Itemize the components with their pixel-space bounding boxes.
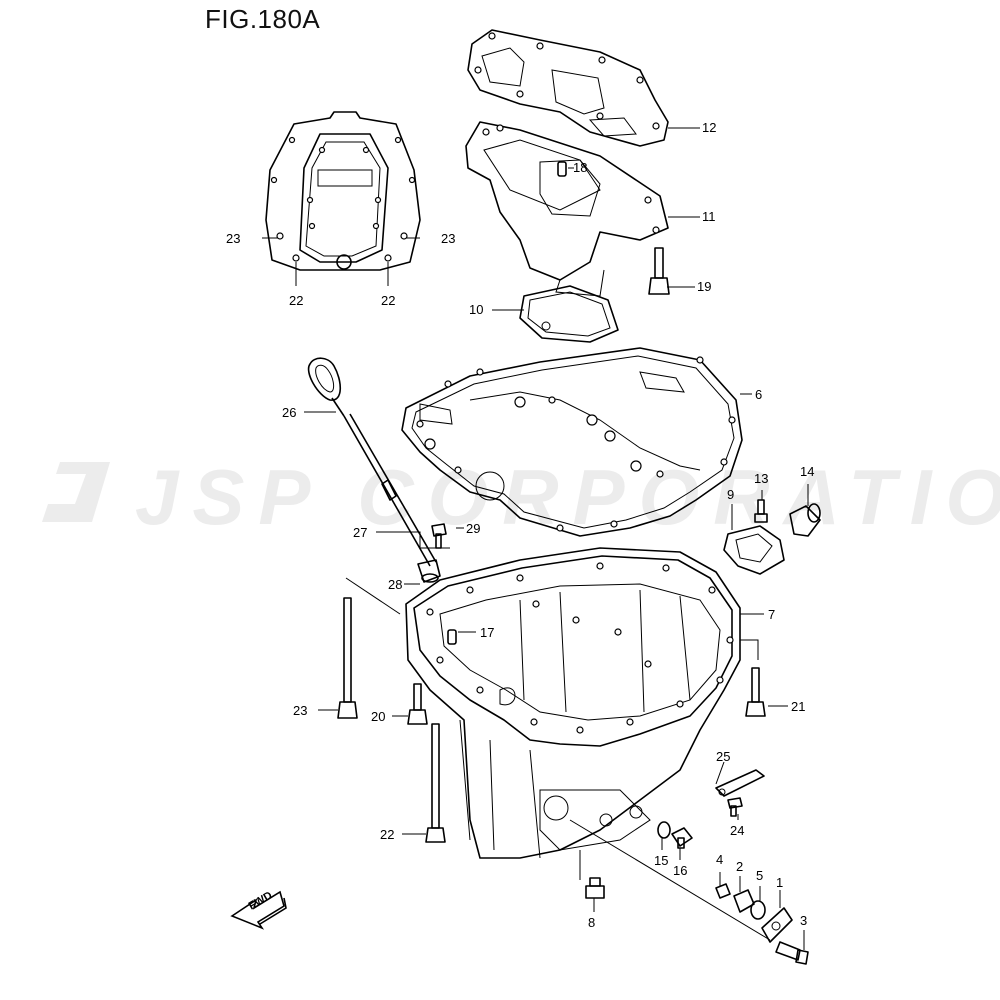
callout-17: 17	[480, 625, 495, 640]
bolt-19	[648, 247, 670, 295]
watermark-text: JSP CORPORATION	[135, 453, 1000, 541]
leader-lines	[262, 127, 809, 950]
callout-23-right: 23	[441, 231, 456, 246]
callout-22-right: 22	[381, 293, 396, 308]
callout-15: 15	[654, 853, 669, 868]
callout-25: 25	[716, 749, 731, 764]
callout-24: 24	[730, 823, 745, 838]
hose-connector	[789, 503, 821, 537]
watermark-logo	[42, 462, 110, 522]
washer-15	[657, 821, 671, 839]
bolt-21	[745, 667, 766, 717]
callout-23-left: 23	[226, 231, 241, 246]
callout-1: 1	[776, 875, 784, 890]
callout-22-left: 22	[289, 293, 304, 308]
oil-strainer-housing	[465, 121, 669, 297]
callout-29: 29	[466, 521, 481, 536]
callout-18: 18	[573, 160, 588, 175]
bolt-29	[431, 523, 447, 549]
callout-14: 14	[800, 464, 815, 479]
callout-5: 5	[756, 868, 764, 883]
callout-12: 12	[702, 120, 717, 135]
plug-16	[671, 827, 693, 849]
callout-7: 7	[768, 607, 776, 622]
callout-28: 28	[388, 577, 403, 592]
figure-title: FIG.180A	[205, 4, 321, 34]
callout-27: 27	[353, 525, 368, 540]
timing-cover-inset	[265, 111, 421, 271]
callout-2: 2	[736, 859, 744, 874]
oil-pan	[405, 547, 741, 859]
callout-26: 26	[282, 405, 297, 420]
elbow-fitting	[723, 525, 785, 575]
callout-3: 3	[800, 913, 808, 928]
callout-20: 20	[371, 709, 386, 724]
pin-17	[447, 629, 457, 645]
bolt-20	[407, 683, 428, 725]
screw-24	[727, 797, 743, 817]
fwd-arrow-icon	[230, 890, 287, 930]
oil-pan-gasket	[401, 347, 743, 537]
callout-6: 6	[755, 387, 763, 402]
callout-11: 11	[702, 209, 716, 224]
sensor-8	[585, 877, 605, 899]
callout-23-bottom: 23	[293, 703, 308, 718]
callout-4: 4	[716, 852, 724, 867]
screw-13	[754, 499, 768, 523]
drain-assembly	[715, 883, 809, 965]
bolt-23-long	[337, 597, 358, 719]
strainer-gasket	[519, 285, 619, 343]
watermark: JSP CORPORATION	[30, 452, 1000, 541]
callout-8: 8	[588, 915, 596, 930]
callout-13: 13	[754, 471, 769, 486]
clip-25	[715, 769, 765, 797]
gasket-upper	[467, 29, 669, 147]
callout-21: 21	[791, 699, 806, 714]
bolt-22-long	[425, 723, 446, 843]
callout-9: 9	[727, 487, 735, 502]
pin-18	[557, 161, 567, 177]
dipstick-guide	[417, 559, 441, 583]
callout-10: 10	[469, 302, 484, 317]
callout-16: 16	[673, 863, 688, 878]
callout-22-bottom: 22	[380, 827, 395, 842]
callout-19: 19	[697, 279, 712, 294]
dipstick	[307, 357, 437, 567]
